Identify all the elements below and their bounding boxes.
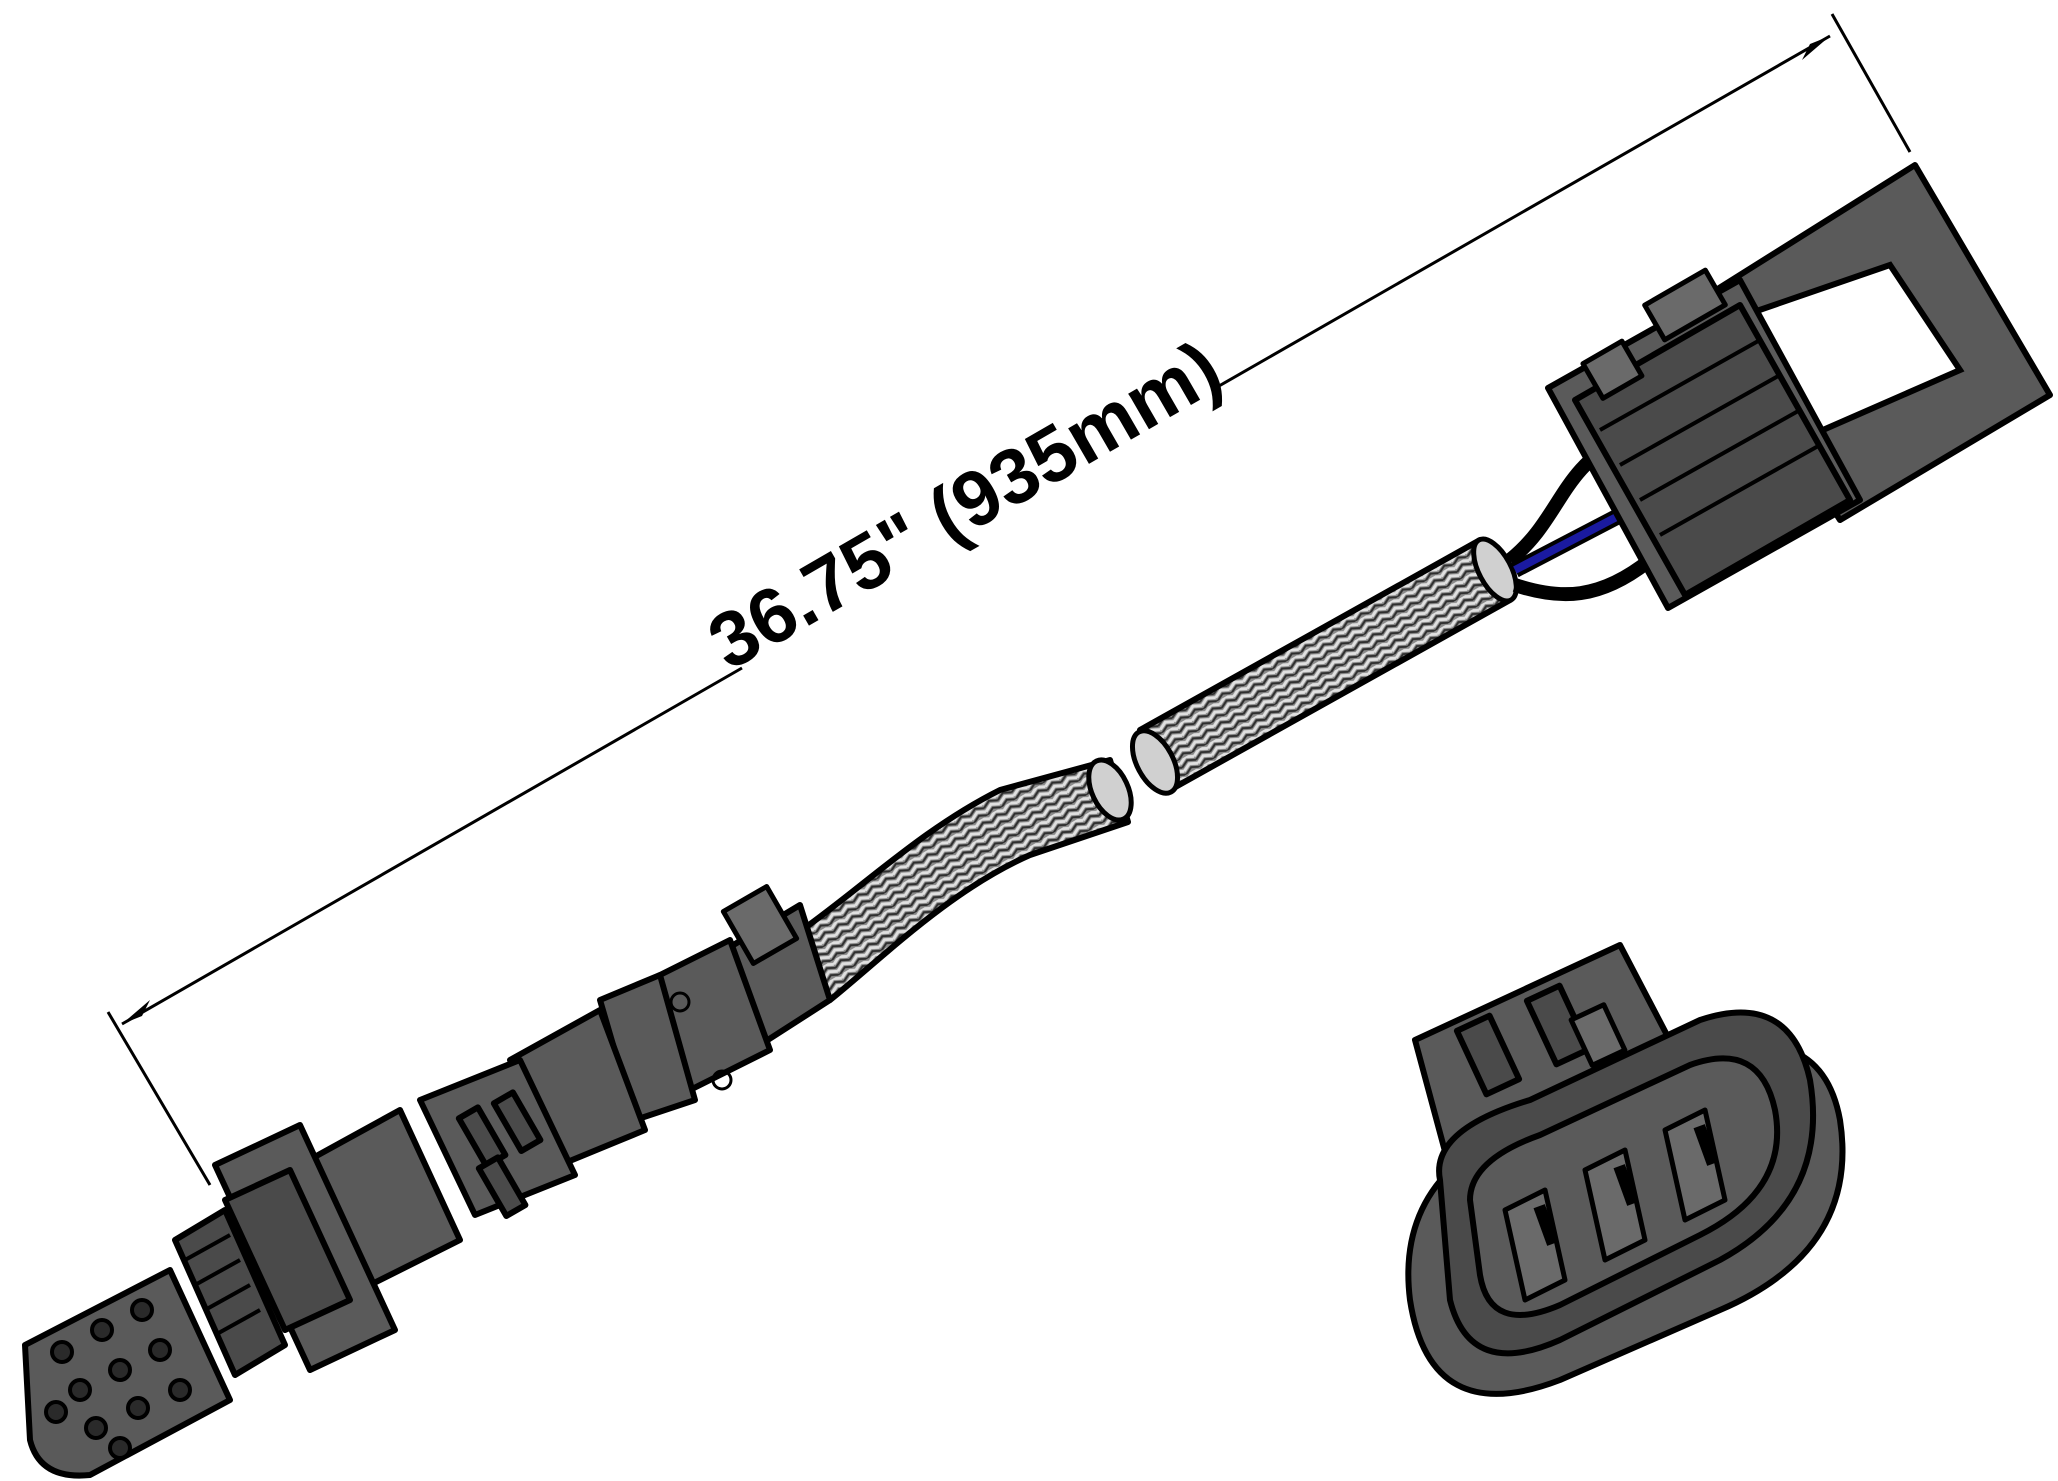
dimension-line <box>106 13 1912 1186</box>
oxygen-sensor-tip <box>22 1267 233 1479</box>
dimension-label: 36.75" (935mm) <box>694 323 1236 687</box>
threaded-hex-body <box>172 1107 463 1378</box>
connector-face-view <box>1405 942 1846 1397</box>
braided-cable <box>792 536 1519 1003</box>
sensor-shell <box>417 884 833 1219</box>
wire-harness-connector <box>1545 162 2053 611</box>
